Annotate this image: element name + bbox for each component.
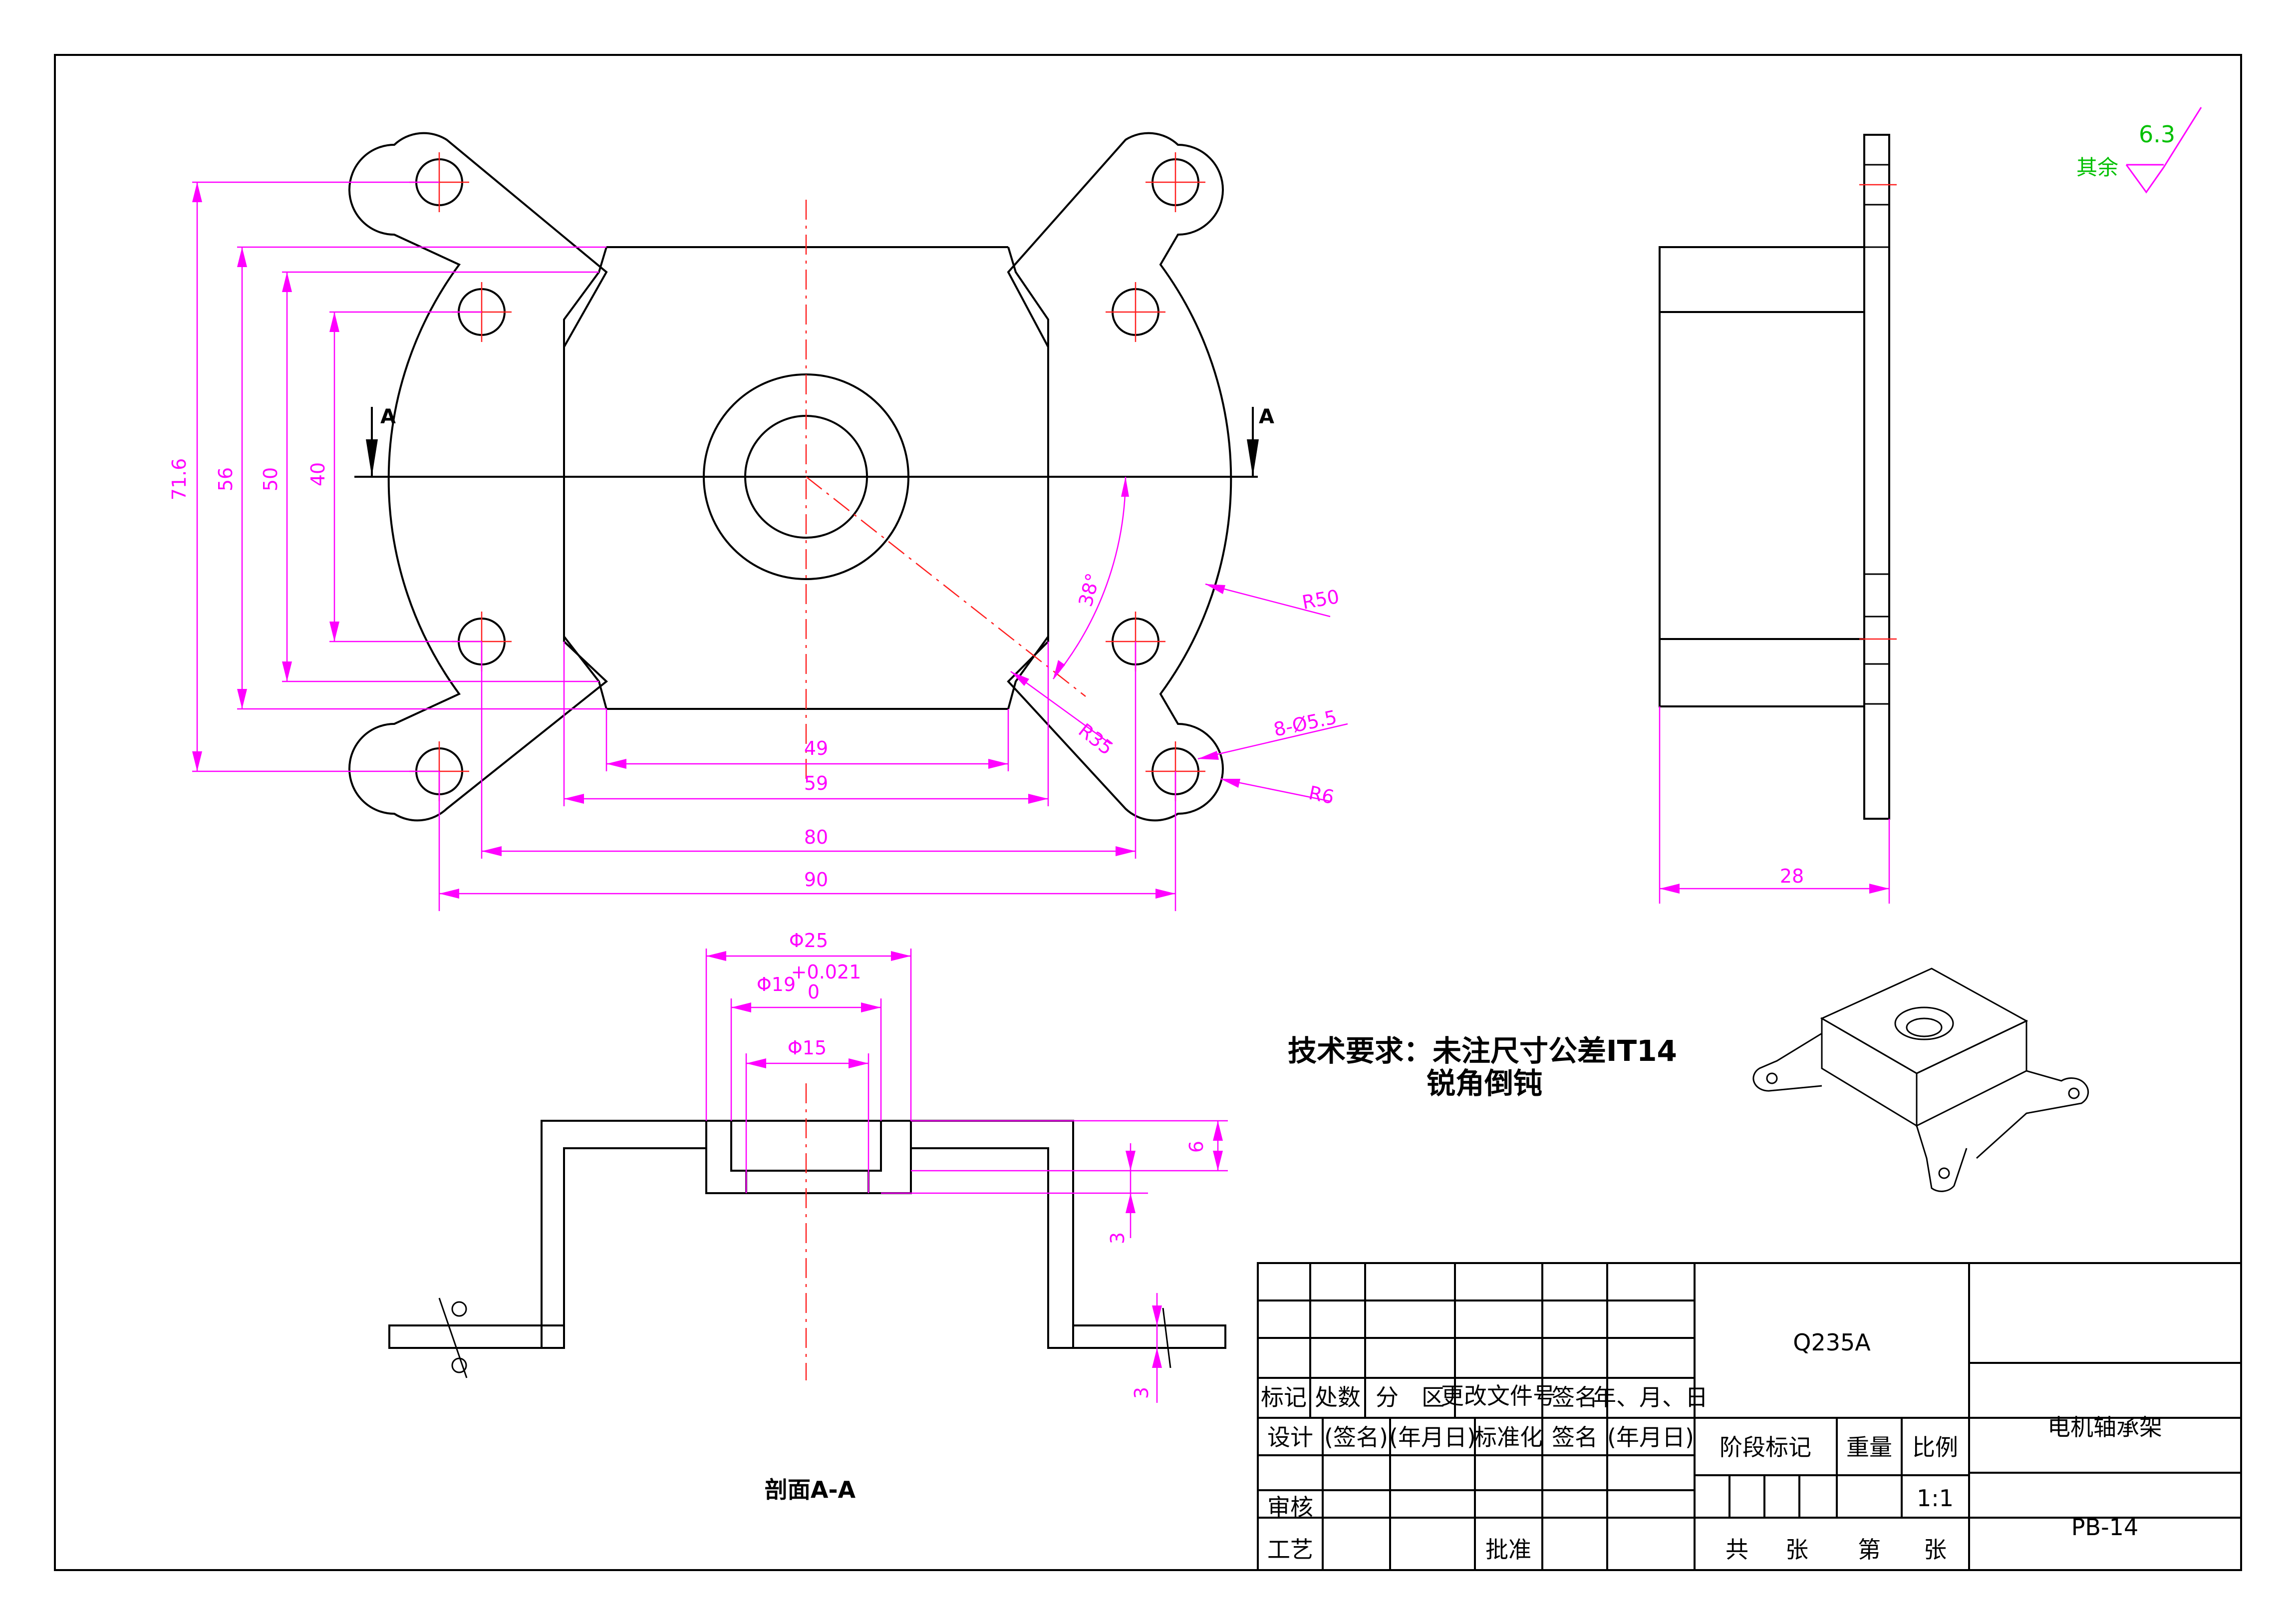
dim-59: 59 — [804, 772, 828, 794]
dim-40: 40 — [307, 462, 329, 486]
tb-process: 工艺 — [1267, 1536, 1313, 1563]
tb-part-name: 电机轴承架 — [2047, 1414, 2162, 1441]
dim-90: 90 — [804, 869, 828, 891]
tb-sign2: 签名 — [1552, 1424, 1598, 1451]
tb-design-date: (年月日) — [1389, 1424, 1476, 1451]
tb-sheet-no: 第 — [1858, 1536, 1881, 1563]
tb-mark: 标记 — [1261, 1384, 1307, 1411]
tb-signature: 签名 — [1552, 1384, 1598, 1411]
dim-tol-low: 0 — [808, 981, 820, 1003]
dim-t3a: 3 — [1107, 1232, 1129, 1244]
dim-28: 28 — [1780, 865, 1804, 887]
dim-56: 56 — [215, 467, 237, 491]
dim-71-6: 71.6 — [168, 458, 190, 501]
dim-d19: Φ19 — [757, 974, 796, 995]
tb-part-number: PB-14 — [2071, 1514, 2138, 1541]
tb-date2: (年月日) — [1607, 1424, 1694, 1451]
dim-holes: 8-Ø5.5 — [1272, 706, 1339, 741]
tb-sheets-unit: 张 — [1785, 1536, 1808, 1563]
tb-zone: 分 区 — [1376, 1384, 1444, 1411]
tech-requirements-2: 锐角倒钝 — [1427, 1066, 1542, 1100]
tb-sheet-unit: 张 — [1924, 1536, 1947, 1563]
section-title: 剖面A-A — [765, 1476, 856, 1503]
dim-r6: R6 — [1307, 782, 1336, 809]
tb-count: 处数 — [1315, 1384, 1361, 1411]
tb-design-sign: (签名) — [1324, 1424, 1388, 1451]
tb-review: 审核 — [1267, 1494, 1313, 1521]
isometric-view — [1752, 968, 2089, 1192]
vertical-dimensions: 71.6 56 50 40 — [168, 181, 606, 772]
tb-material: Q235A — [1793, 1329, 1871, 1356]
front-view: 71.6 56 50 40 49 — [168, 132, 1348, 911]
tb-standard: 标准化 — [1474, 1424, 1543, 1451]
horizontal-dimensions: 49 59 80 90 — [438, 642, 1176, 911]
surface-finish-symbol: 6.3 其余 — [2076, 107, 2202, 194]
section-view: Φ25 Φ19 +0.021 0 Φ15 6 3 3 剖面A-A — [388, 930, 1228, 1503]
dim-tol-up: +0.021 — [791, 961, 861, 983]
tb-total: 共 — [1725, 1536, 1748, 1563]
tb-stage-mark: 阶段标记 — [1720, 1434, 1811, 1461]
dim-50: 50 — [260, 467, 282, 491]
tb-design: 设计 — [1267, 1424, 1313, 1451]
tech-requirements-1: 技术要求：未注尺寸公差IT14 — [1288, 1034, 1677, 1068]
dim-49: 49 — [804, 737, 828, 759]
title-block: 标记 处数 分 区 更改文件号 签名 年、月、日 设计 (签名) (年月日) 标… — [1257, 1262, 2242, 1571]
section-mark-right: A — [1259, 405, 1274, 428]
dim-d25: Φ25 — [789, 930, 828, 952]
dim-r35: R35 — [1074, 719, 1117, 759]
dim-r50: R50 — [1300, 586, 1341, 614]
dim-t3b: 3 — [1131, 1387, 1152, 1399]
surface-finish-prefix: 其余 — [2076, 155, 2118, 180]
tb-change-doc: 更改文件号 — [1441, 1382, 1556, 1409]
dim-d15: Φ15 — [788, 1037, 827, 1059]
drawing-border — [54, 54, 2242, 1571]
section-mark-left: A — [380, 405, 396, 428]
surface-finish-value: 6.3 — [2139, 121, 2175, 148]
tb-weight: 重量 — [1846, 1434, 1892, 1461]
tb-ratio: 比例 — [1912, 1434, 1958, 1461]
dim-t6: 6 — [1185, 1141, 1207, 1153]
tb-scale: 1:1 — [1917, 1485, 1954, 1512]
radius-callouts: 38° R50 R35 8-Ø5.5 R6 — [1010, 476, 1348, 809]
dim-80: 80 — [804, 826, 828, 848]
tb-approve: 批准 — [1485, 1536, 1531, 1563]
side-view: 28 — [1659, 134, 1897, 904]
tb-date: 年、月、日 — [1593, 1384, 1708, 1411]
